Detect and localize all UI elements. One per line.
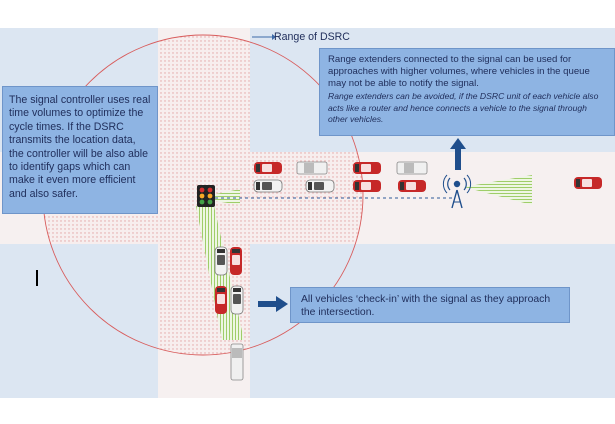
car-icon — [296, 161, 328, 175]
sensing-zone-east — [197, 189, 240, 205]
traffic-light-icon — [197, 185, 215, 207]
controller-callout: The signal controller uses real time vol… — [2, 86, 158, 214]
range-extender-callout: Range extenders connected to the signal … — [319, 48, 615, 136]
car-icon — [230, 343, 244, 381]
car-icon — [230, 247, 242, 275]
car-icon — [398, 180, 426, 192]
car-icon — [254, 162, 282, 174]
text-cursor-icon — [36, 270, 38, 286]
car-icon — [353, 162, 381, 174]
antenna-tower-icon — [442, 174, 472, 209]
vehicles-south-approach — [214, 246, 244, 381]
sensing-zone-extender — [464, 175, 532, 205]
right-arrow — [258, 296, 288, 312]
car-icon — [396, 161, 428, 175]
range-extender-note: Range extenders can be avoided, if the D… — [328, 91, 599, 124]
car-icon — [253, 179, 283, 193]
range-extender-text: Range extenders connected to the signal … — [328, 54, 590, 89]
dsrc-range-label: Range of DSRC — [274, 31, 350, 43]
car-icon — [214, 246, 228, 276]
car-icon — [353, 180, 381, 192]
up-arrow — [450, 138, 466, 170]
car-icon — [215, 286, 227, 314]
car-icon — [230, 285, 244, 315]
dsrc-range-arrowhead — [272, 34, 276, 40]
vehicles-east-approach — [253, 161, 602, 193]
car-icon — [574, 177, 602, 189]
check-in-callout: All vehicles ‘check-in’ with the signal … — [290, 287, 570, 323]
car-icon — [305, 179, 335, 193]
